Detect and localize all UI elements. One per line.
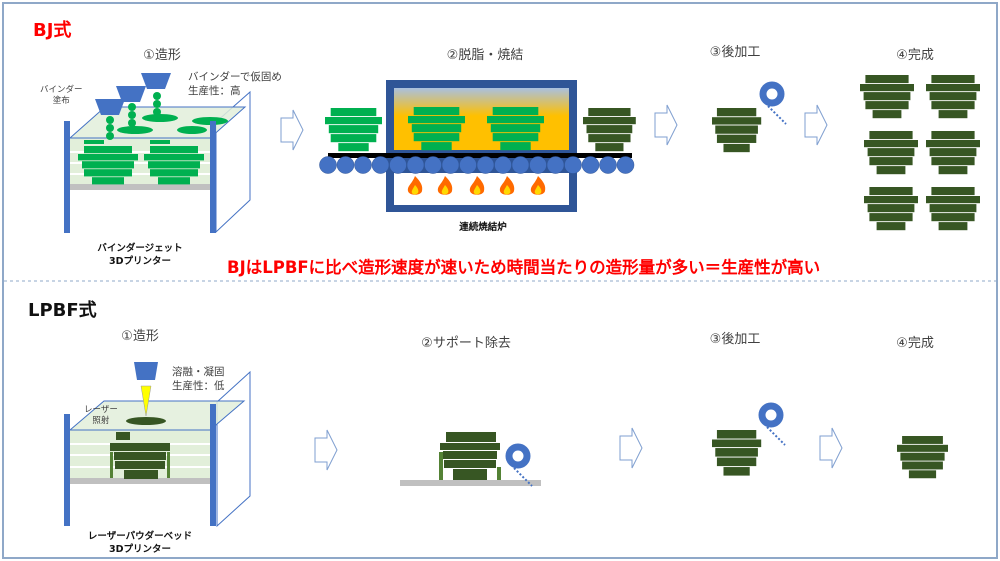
lpbf-section-title: LPBF式 xyxy=(28,300,97,321)
caption-line: 3Dプリンター xyxy=(109,544,171,555)
bj-printer-caption: バインダージェット 3Dプリンター xyxy=(97,242,182,268)
continuous-sintering-furnace xyxy=(319,80,636,212)
bj-step1-note: バインダーで仮固め 生産性：高 xyxy=(188,70,282,98)
lpbf-printer xyxy=(64,362,251,528)
conveyor-roller xyxy=(406,156,425,174)
conclusion-text: BJはLPBFに比べ造形速度が速いため時間当たりの造形量が多い＝生産性が高い xyxy=(227,258,821,277)
laser-label: レーザー 照射 xyxy=(84,405,118,427)
conveyor-roller xyxy=(441,156,460,174)
conveyor-roller xyxy=(354,156,372,174)
conveyor-roller xyxy=(546,156,565,174)
binder-label: バインダー 塗布 xyxy=(40,85,83,107)
conveyor-roller xyxy=(529,156,547,174)
furnace-caption: 連続焼結炉 xyxy=(459,222,507,233)
note-line: 生産性：低 xyxy=(172,380,225,392)
bj-finished-parts xyxy=(860,75,980,231)
conveyor-roller xyxy=(494,156,512,174)
bj-printer xyxy=(64,73,251,234)
lpbf-step2-label: ②サポート除去 xyxy=(421,336,511,351)
conveyor-roller xyxy=(336,156,355,174)
bj-step3-label: ③後加工 xyxy=(709,45,761,60)
conveyor-roller xyxy=(476,156,495,174)
bj-step2-label: ②脱脂・焼結 xyxy=(446,48,524,63)
conveyor-roller xyxy=(389,156,407,174)
caption-line: バインダージェット xyxy=(97,243,183,254)
lpbf-step1-note: 溶融・凝固 生産性：低 xyxy=(172,365,225,393)
conveyor-roller xyxy=(371,156,390,174)
conveyor-roller xyxy=(616,156,635,174)
bj-step1-label: ①造形 xyxy=(143,48,181,63)
lpbf-step1-label: ①造形 xyxy=(121,329,159,344)
conveyor-roller xyxy=(564,156,582,174)
conveyor-roller xyxy=(511,156,530,174)
note-line: 溶融・凝固 xyxy=(172,366,225,378)
support-removal xyxy=(400,432,541,486)
caption-line: 3Dプリンター xyxy=(109,256,171,267)
lpbf-step4-label: ④完成 xyxy=(896,336,934,351)
bj-step4-label: ④完成 xyxy=(896,48,934,63)
label-line: 塗布 xyxy=(52,96,70,106)
note-line: 生産性：高 xyxy=(188,85,241,97)
lpbf-finished-part xyxy=(897,436,948,479)
label-line: 照射 xyxy=(92,416,110,426)
conveyor-roller xyxy=(581,156,600,174)
bj-post-processing xyxy=(712,85,786,153)
lpbf-post-processing xyxy=(712,406,785,476)
bj-section-title: BJ式 xyxy=(33,20,72,41)
conveyor-roller xyxy=(424,156,442,174)
lpbf-step3-label: ③後加工 xyxy=(709,332,761,347)
conveyor-roller xyxy=(459,156,477,174)
label-line: レーザー xyxy=(84,405,118,415)
note-line: バインダーで仮固め xyxy=(188,71,282,83)
conveyor-roller xyxy=(599,156,617,174)
label-line: バインダー xyxy=(40,85,83,95)
lpbf-printer-caption: レーザーパウダーベッド 3Dプリンター xyxy=(88,530,192,556)
caption-line: レーザーパウダーベッド xyxy=(87,531,193,542)
conveyor-roller xyxy=(319,156,337,174)
